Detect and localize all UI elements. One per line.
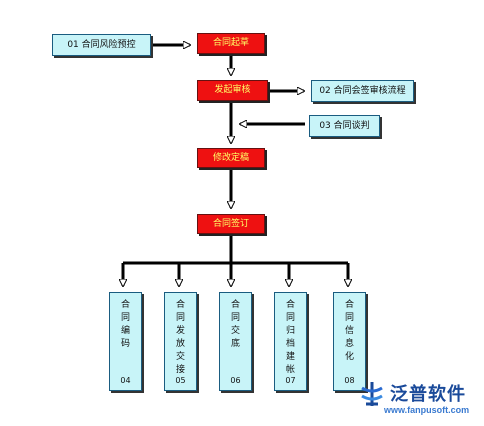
output-char: 帐 bbox=[285, 365, 295, 375]
negotiation-box: 03 合同谈判 bbox=[309, 115, 380, 137]
output-chars: 合 同 编 码 bbox=[121, 301, 130, 349]
output-chars: 合 同 归 档 建 帐 bbox=[286, 301, 295, 375]
risk-control-label: 01 合同风险预控 bbox=[67, 39, 136, 50]
output-number: 07 bbox=[285, 376, 296, 385]
output-box: 合 同 编 码 04 bbox=[109, 292, 142, 391]
output-char: 档 bbox=[285, 339, 295, 349]
output-box: 合 同 发 放 交 接 05 bbox=[164, 292, 197, 391]
output-char: 编 bbox=[120, 326, 130, 336]
output-chars: 合 同 交 底 bbox=[231, 301, 240, 349]
risk-control-box: 01 合同风险预控 bbox=[52, 34, 151, 56]
output-char: 合 bbox=[344, 300, 354, 310]
output-box: 合 同 交 底 06 bbox=[219, 292, 252, 391]
step-draft: 合同起草 bbox=[197, 33, 265, 54]
fanpu-logo-icon bbox=[361, 382, 383, 406]
step-sign: 合同签订 bbox=[197, 214, 265, 234]
output-char: 码 bbox=[120, 339, 130, 349]
output-char: 同 bbox=[230, 313, 240, 323]
output-number: 08 bbox=[344, 376, 355, 385]
output-char: 交 bbox=[230, 326, 240, 336]
output-char: 放 bbox=[175, 339, 185, 349]
step-draft-label: 合同起草 bbox=[212, 38, 249, 48]
step-sign-label: 合同签订 bbox=[212, 218, 249, 229]
output-char: 合 bbox=[230, 300, 240, 310]
output-char: 同 bbox=[175, 313, 185, 323]
output-char: 同 bbox=[344, 313, 354, 323]
output-char: 建 bbox=[285, 352, 295, 362]
step-review-label: 发起审核 bbox=[214, 85, 251, 95]
output-char: 发 bbox=[175, 326, 185, 336]
output-number: 04 bbox=[120, 376, 131, 385]
step-finalize-label: 修改定稿 bbox=[212, 152, 249, 163]
output-char: 合 bbox=[120, 300, 130, 310]
countersign-label: 02 合同会签审核流程 bbox=[319, 85, 406, 96]
countersign-box: 02 合同会签审核流程 bbox=[311, 80, 414, 102]
fanpu-logo-name: 泛普软件 bbox=[390, 384, 466, 405]
output-char: 交 bbox=[175, 352, 185, 362]
output-number: 06 bbox=[230, 376, 241, 385]
output-chars: 合 同 发 放 交 接 bbox=[176, 301, 185, 375]
fanpu-logo-url: www.fanpusoft.com bbox=[384, 405, 470, 415]
output-chars: 合 同 信 息 化 bbox=[345, 301, 354, 362]
step-review: 发起审核 bbox=[197, 80, 268, 101]
step-finalize: 修改定稿 bbox=[197, 148, 265, 168]
output-box: 合 同 信 息 化 08 bbox=[333, 292, 366, 391]
output-char: 归 bbox=[285, 326, 295, 336]
output-char: 合 bbox=[285, 300, 295, 310]
output-char: 合 bbox=[175, 300, 185, 310]
output-number: 05 bbox=[175, 376, 186, 385]
output-char: 同 bbox=[120, 313, 130, 323]
negotiation-label: 03 合同谈判 bbox=[319, 120, 370, 131]
output-char: 底 bbox=[230, 339, 240, 349]
output-char: 化 bbox=[344, 352, 354, 362]
output-char: 息 bbox=[344, 339, 354, 349]
output-box: 合 同 归 档 建 帐 07 bbox=[274, 292, 307, 391]
output-char: 信 bbox=[344, 326, 354, 336]
output-char: 接 bbox=[175, 365, 185, 375]
output-char: 同 bbox=[285, 313, 295, 323]
fanpu-logo: 泛普软件 www.fanpusoft.com bbox=[354, 378, 480, 422]
